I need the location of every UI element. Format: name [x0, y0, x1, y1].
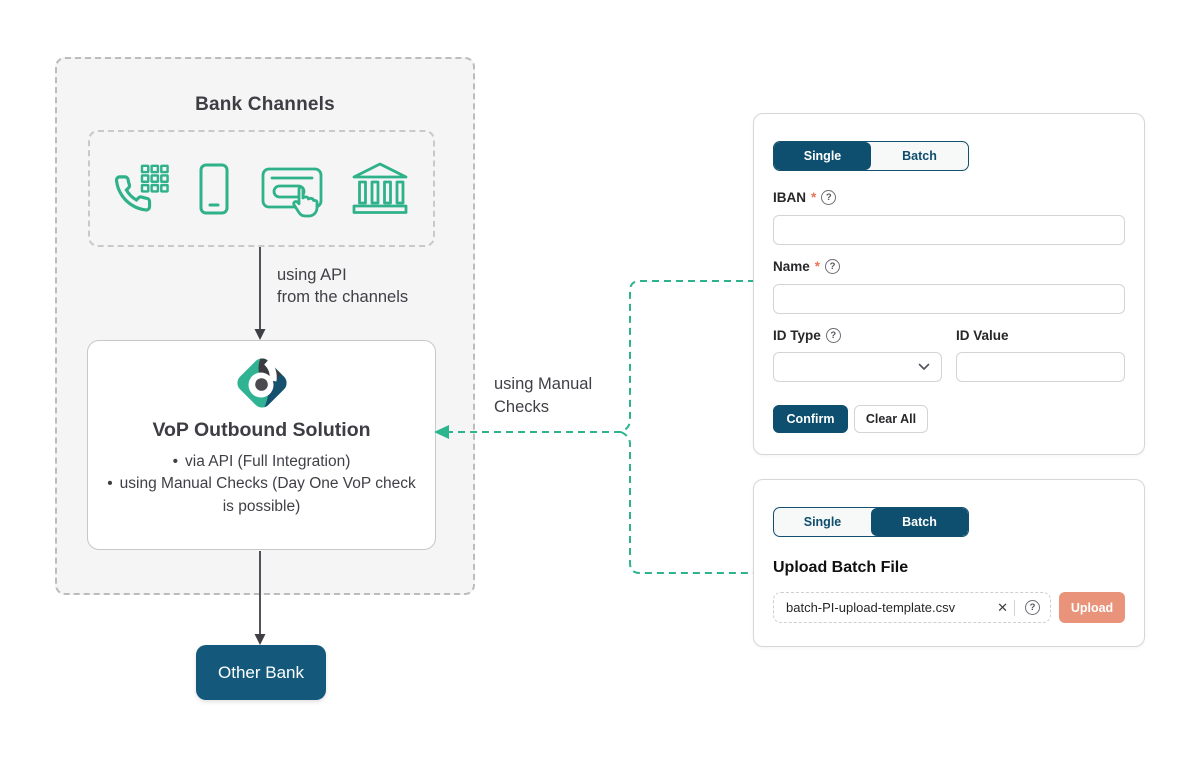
name-label-row: Name * ? [773, 259, 841, 274]
batch-file-input[interactable]: batch-PI-upload-template.csv ✕ ? [773, 592, 1051, 623]
tab-single[interactable]: Single [774, 142, 871, 170]
vop-bullet: using Manual Checks (Day One VoP check i… [102, 473, 422, 518]
batch-upload-panel: Single Batch Upload Batch File batch-PI-… [753, 479, 1145, 647]
id-value-label: ID Value [956, 328, 1009, 343]
batch-file-name: batch-PI-upload-template.csv [786, 600, 956, 615]
remove-file-icon[interactable]: ✕ [997, 599, 1008, 615]
chevron-down-icon [918, 363, 930, 370]
channels-to-vop-arrow [254, 247, 266, 340]
required-asterisk: * [811, 190, 817, 205]
bank-channels-title: Bank Channels [195, 94, 335, 115]
name-help-icon[interactable]: ? [825, 259, 841, 274]
manual-checks-label: using Manual Checks [494, 375, 593, 417]
id-type-label-row: ID Type ? [773, 328, 841, 343]
name-input[interactable] [773, 284, 1125, 314]
card-terminal-touch-icon [261, 167, 323, 217]
clear-all-button[interactable]: Clear All [854, 405, 928, 433]
vop-logo-icon [233, 354, 290, 412]
id-type-select[interactable] [773, 352, 942, 382]
batch-form-tab-group: Single Batch [773, 507, 969, 537]
upload-help-icon[interactable]: ? [1025, 600, 1040, 615]
iban-label-row: IBAN * ? [773, 190, 837, 205]
upload-button[interactable]: Upload [1059, 592, 1125, 623]
vop-bullet-list: via API (Full Integration) using Manual … [88, 451, 435, 518]
single-check-panel: Single Batch IBAN * ? Name * ? ID Type ?… [753, 113, 1145, 455]
tab-batch[interactable]: Batch [871, 508, 968, 536]
vop-outbound-solution-node: VoP Outbound Solution via API (Full Inte… [87, 340, 436, 550]
manual-checks-connector [434, 280, 755, 574]
tab-single[interactable]: Single [803, 515, 842, 529]
file-box-divider [1014, 599, 1015, 616]
channel-icons-box [88, 130, 435, 247]
tab-batch[interactable]: Batch [902, 149, 937, 163]
iban-label: IBAN [773, 190, 806, 205]
other-bank-node: Other Bank [196, 645, 326, 700]
bank-building-icon [352, 162, 408, 214]
upload-batch-file-heading: Upload Batch File [773, 559, 909, 576]
vop-to-other-bank-arrow [254, 551, 266, 645]
single-form-tab-group: Single Batch [773, 141, 969, 171]
required-asterisk: * [814, 259, 821, 274]
id-type-help-icon[interactable]: ? [825, 328, 841, 343]
id-value-label-row: ID Value [956, 328, 1009, 343]
iban-input[interactable] [773, 215, 1125, 245]
iban-help-icon[interactable]: ? [821, 190, 837, 205]
name-label: Name [773, 259, 810, 274]
smartphone-icon [199, 163, 229, 214]
vop-title: VoP Outbound Solution [152, 419, 371, 441]
confirm-button[interactable]: Confirm [773, 405, 848, 433]
id-type-label: ID Type [773, 328, 821, 343]
vop-bullet: via API (Full Integration) [88, 451, 435, 473]
id-value-input[interactable] [956, 352, 1125, 382]
phone-keypad-icon [114, 164, 169, 212]
api-arrow-label: using API from the channels [277, 266, 409, 306]
